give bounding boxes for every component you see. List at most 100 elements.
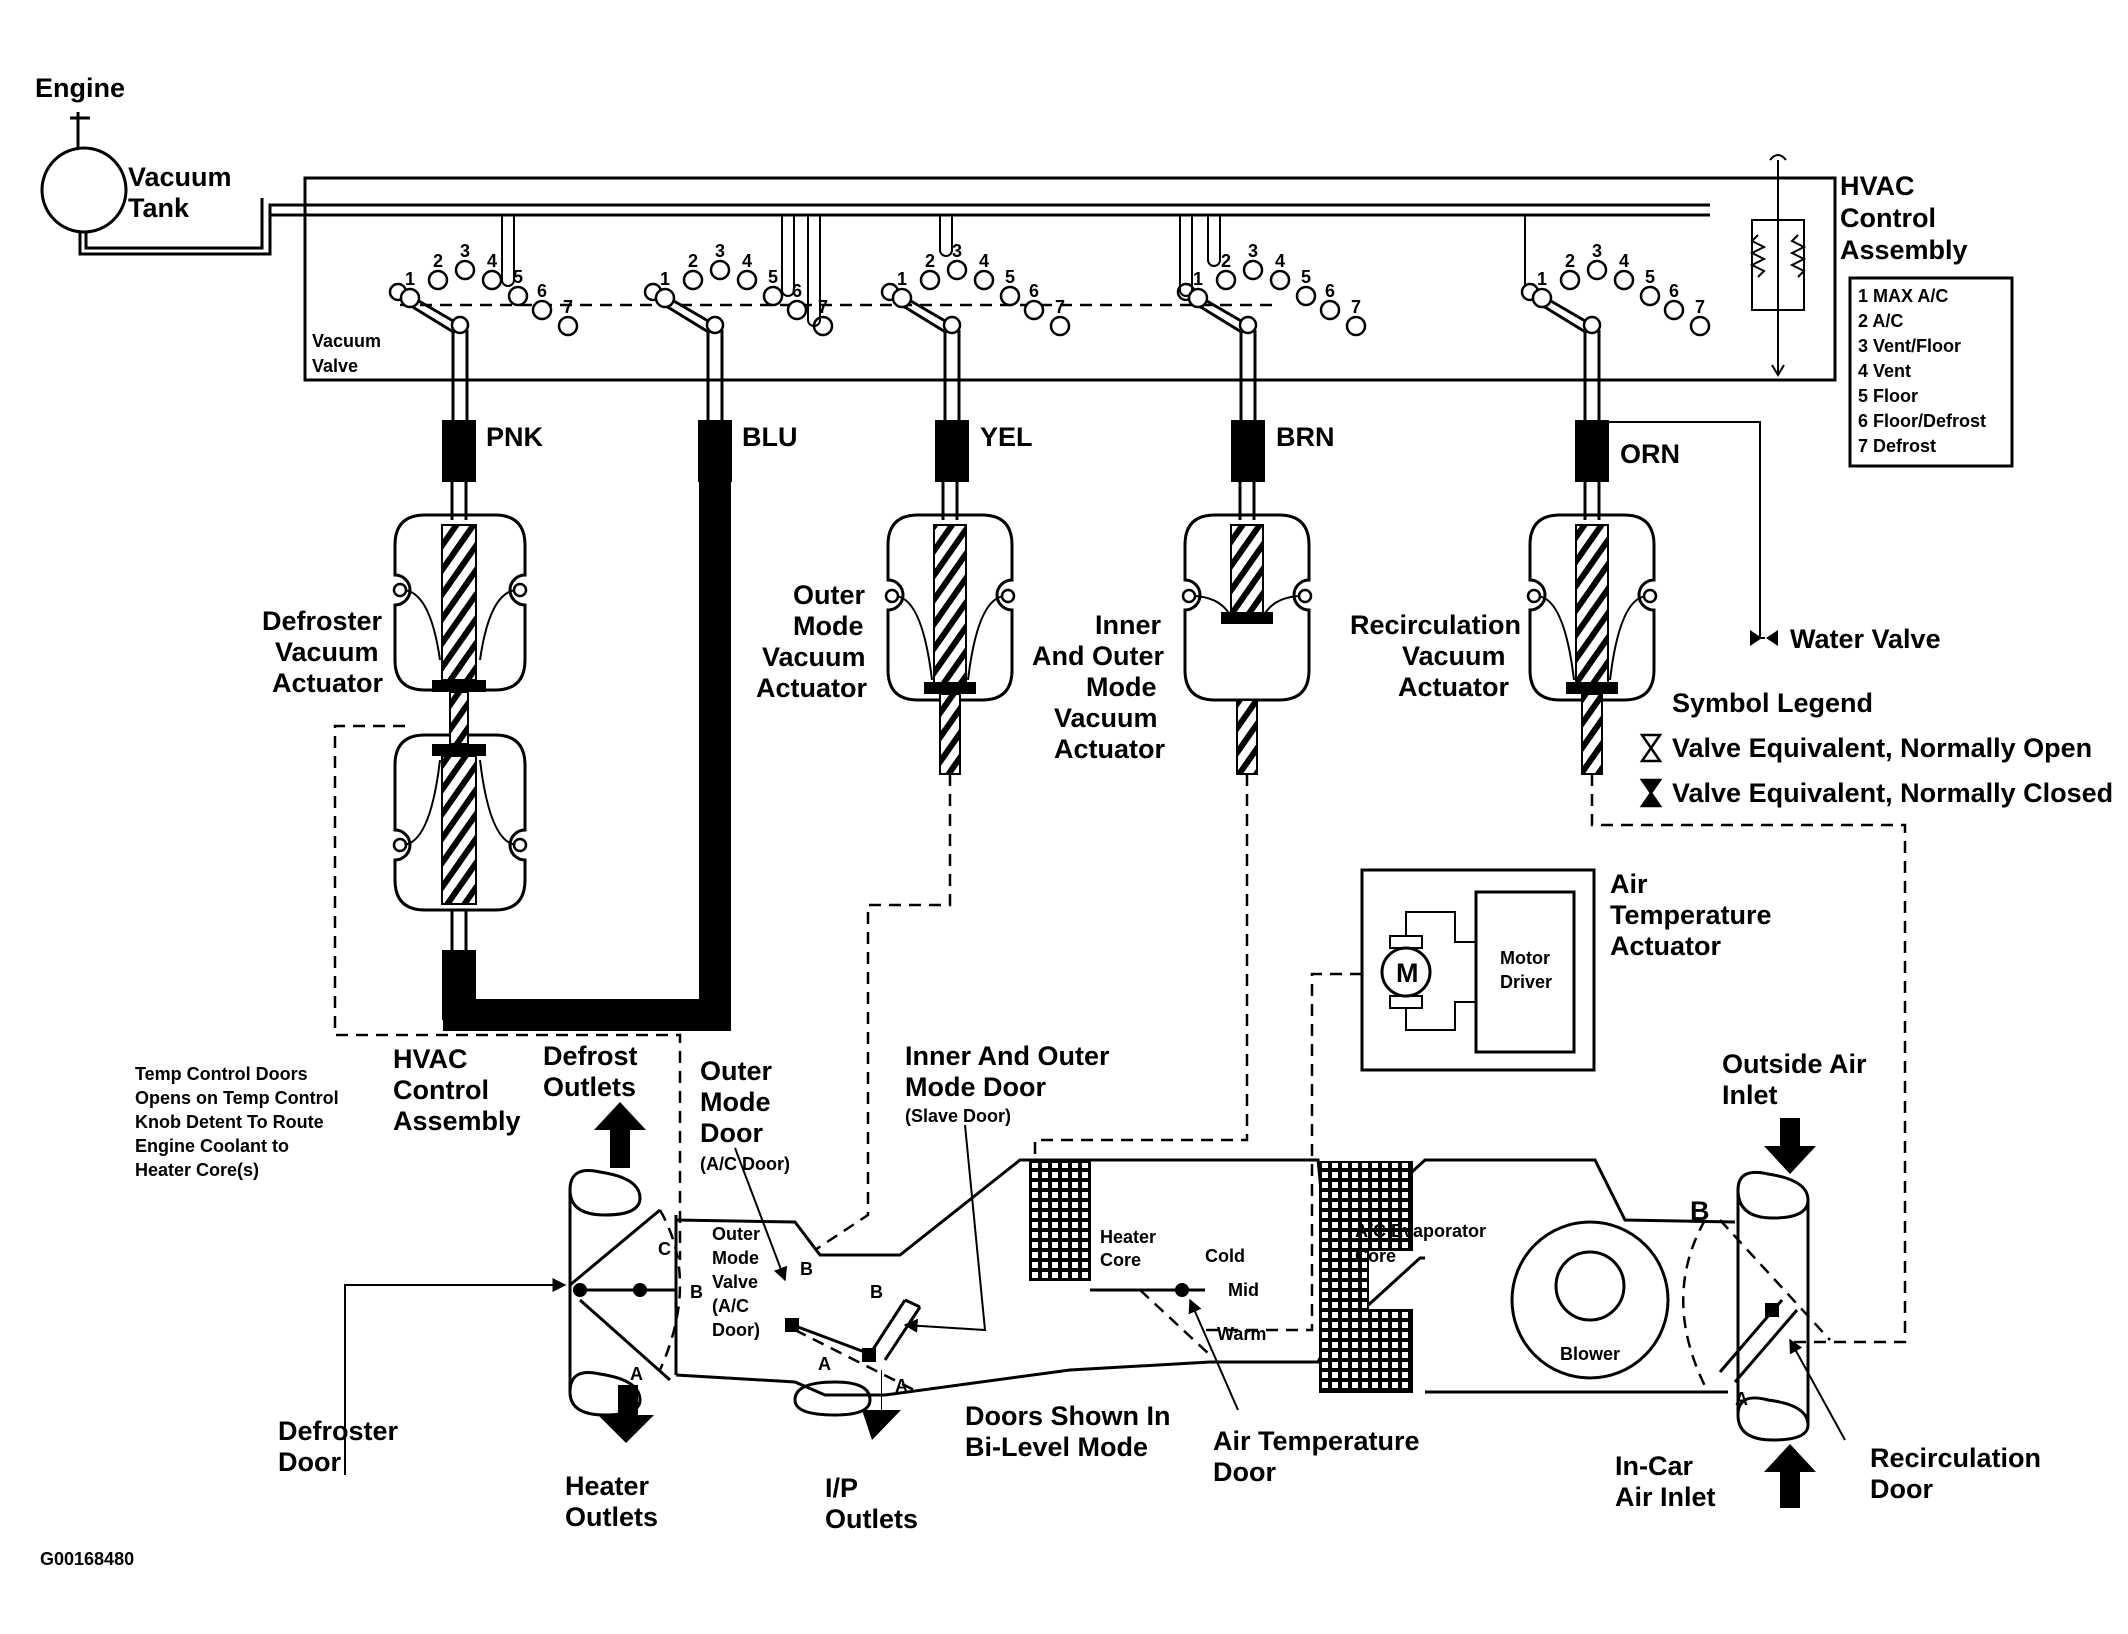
inner-outer-door-label-2: Mode Door bbox=[905, 1072, 1046, 1102]
doors bbox=[569, 1208, 1831, 1394]
in-car-inlet-label-2: Air Inlet bbox=[1615, 1482, 1716, 1512]
defroster-actuator-label-1: Defroster bbox=[262, 606, 383, 636]
valve-port-number: 4 bbox=[1275, 251, 1285, 271]
valve-port-number: 6 bbox=[1325, 281, 1335, 301]
outer-mode-actuator-label-4: Actuator bbox=[756, 673, 867, 703]
valve-port bbox=[1295, 285, 1317, 307]
symbol-legend-title: Symbol Legend bbox=[1672, 688, 1873, 718]
mode-legend-item: 6 Floor/Defrost bbox=[1858, 411, 1986, 431]
ac-evaporator-core bbox=[1319, 1161, 1413, 1393]
mode-legend-item: 2 A/C bbox=[1858, 311, 1903, 331]
mode-legend-item: 1 MAX A/C bbox=[1858, 286, 1948, 306]
valve-port-number: 7 bbox=[1351, 297, 1361, 317]
motor-symbol: M bbox=[1396, 958, 1419, 988]
valve-port-number: 5 bbox=[1005, 267, 1015, 287]
hvac-control-label-2: Control bbox=[1840, 203, 1936, 233]
valve-port-number: 6 bbox=[1669, 281, 1679, 301]
valve-port bbox=[557, 315, 579, 337]
valve-port-number: 1 bbox=[405, 269, 415, 289]
valve-port bbox=[531, 299, 553, 321]
door-letter: A bbox=[895, 1376, 908, 1396]
valve-port-number: 4 bbox=[487, 251, 497, 271]
water-valve-symbol bbox=[1750, 630, 1778, 646]
hose-label-orn: ORN bbox=[1620, 439, 1680, 469]
heater-outlets-label-2: Outlets bbox=[565, 1502, 658, 1532]
inner-outer-door-label-3: (Slave Door) bbox=[905, 1106, 1011, 1126]
valve-port-number: 1 bbox=[660, 269, 670, 289]
linkages bbox=[333, 724, 1907, 1344]
pointers bbox=[344, 1124, 1846, 1475]
valve-port-number: 3 bbox=[1592, 241, 1602, 261]
hose-connectors bbox=[442, 420, 1609, 482]
valve-port-number: 2 bbox=[1565, 251, 1575, 271]
hvac-control-bottom-label-3: Assembly bbox=[393, 1106, 521, 1136]
figure-id: G00168480 bbox=[40, 1549, 134, 1569]
doors-shown-label-2: Bi-Level Mode bbox=[965, 1432, 1148, 1462]
vacuum-valve-label-1: Vacuum bbox=[312, 331, 381, 351]
valve-port bbox=[709, 259, 731, 281]
blu-hose bbox=[443, 482, 731, 1031]
inner-outer-actuator bbox=[1181, 482, 1313, 775]
normally-closed-label: Valve Equivalent, Normally Closed bbox=[1672, 778, 2113, 808]
outer-mode-valve-label-2: Mode bbox=[712, 1248, 759, 1268]
valve-port bbox=[454, 259, 476, 281]
valve-port bbox=[1663, 299, 1685, 321]
valve-port-number: 1 bbox=[1193, 269, 1203, 289]
hose-label-brn: BRN bbox=[1276, 422, 1335, 452]
valve-port bbox=[507, 285, 529, 307]
valve-port bbox=[481, 269, 503, 291]
valve-port-number: 7 bbox=[563, 297, 573, 317]
recirculation-door-label-1: Recirculation bbox=[1870, 1443, 2041, 1473]
valve-port bbox=[1613, 269, 1635, 291]
valve-port bbox=[1242, 259, 1264, 281]
door-letter: B bbox=[690, 1282, 703, 1302]
cold-label: Cold bbox=[1205, 1246, 1245, 1266]
valve-port-number: 4 bbox=[979, 251, 989, 271]
air-temp-door-label-1: Air Temperature bbox=[1213, 1426, 1420, 1456]
recirc-actuator-label-1: Recirculation bbox=[1350, 610, 1521, 640]
outside-air-inlet-label-1: Outside Air bbox=[1722, 1049, 1867, 1079]
valve-port bbox=[1049, 315, 1071, 337]
symbol-legend: Symbol Legend Valve Equivalent, Normally… bbox=[1639, 688, 2113, 808]
valve-port bbox=[427, 269, 449, 291]
hvac-control-bottom-label-1: HVAC bbox=[393, 1044, 468, 1074]
evaporator-label-2: Core bbox=[1355, 1246, 1396, 1266]
valve-port-number: 5 bbox=[1645, 267, 1655, 287]
air-temp-actuator bbox=[1360, 868, 1596, 1072]
recirc-actuator bbox=[1526, 482, 1658, 775]
valve-port-number: 2 bbox=[1221, 251, 1231, 271]
evaporator-label-1: A/C Evaporator bbox=[1355, 1221, 1486, 1241]
outer-mode-actuator-label-3: Vacuum bbox=[762, 642, 866, 672]
valve-port bbox=[946, 259, 968, 281]
mode-legend-item: 5 Floor bbox=[1858, 386, 1918, 406]
valve-port bbox=[973, 269, 995, 291]
hvac-control-label-3: Assembly bbox=[1840, 235, 1968, 265]
vacuum-tank-label-1: Vacuum bbox=[128, 162, 232, 192]
valve-port-number: 7 bbox=[818, 297, 828, 317]
valve-port-number: 6 bbox=[537, 281, 547, 301]
valve-port-number: 5 bbox=[1301, 267, 1311, 287]
normally-closed-symbol bbox=[1639, 778, 1663, 808]
valve-port bbox=[762, 285, 784, 307]
outer-mode-actuator bbox=[884, 482, 1016, 775]
temp-control-note-line: Temp Control Doors bbox=[135, 1064, 308, 1084]
air-temp-door-label-2: Door bbox=[1213, 1457, 1276, 1487]
outer-mode-valve-label-1: Outer bbox=[712, 1224, 760, 1244]
valve-port bbox=[654, 287, 676, 309]
defrost-outlets-label-1: Defrost bbox=[543, 1041, 638, 1071]
valve-port bbox=[1639, 285, 1661, 307]
valve-port-number: 4 bbox=[742, 251, 752, 271]
valve-port-number: 3 bbox=[952, 241, 962, 261]
mid-label: Mid bbox=[1228, 1280, 1259, 1300]
valve-port-number: 1 bbox=[897, 269, 907, 289]
warm-label: Warm bbox=[1217, 1324, 1266, 1344]
valve-port-number: 6 bbox=[792, 281, 802, 301]
vacuum-valve-2 bbox=[643, 282, 725, 420]
valve-port-number: 3 bbox=[1248, 241, 1258, 261]
hvac-control-label-1: HVAC bbox=[1840, 171, 1915, 201]
valve-port bbox=[1319, 299, 1341, 321]
defrost-outlets-label-2: Outlets bbox=[543, 1072, 636, 1102]
outer-mode-actuator-label-2: Mode bbox=[793, 611, 864, 641]
heater-outlets-label-1: Heater bbox=[565, 1471, 650, 1501]
hose-label-blu: BLU bbox=[742, 422, 798, 452]
